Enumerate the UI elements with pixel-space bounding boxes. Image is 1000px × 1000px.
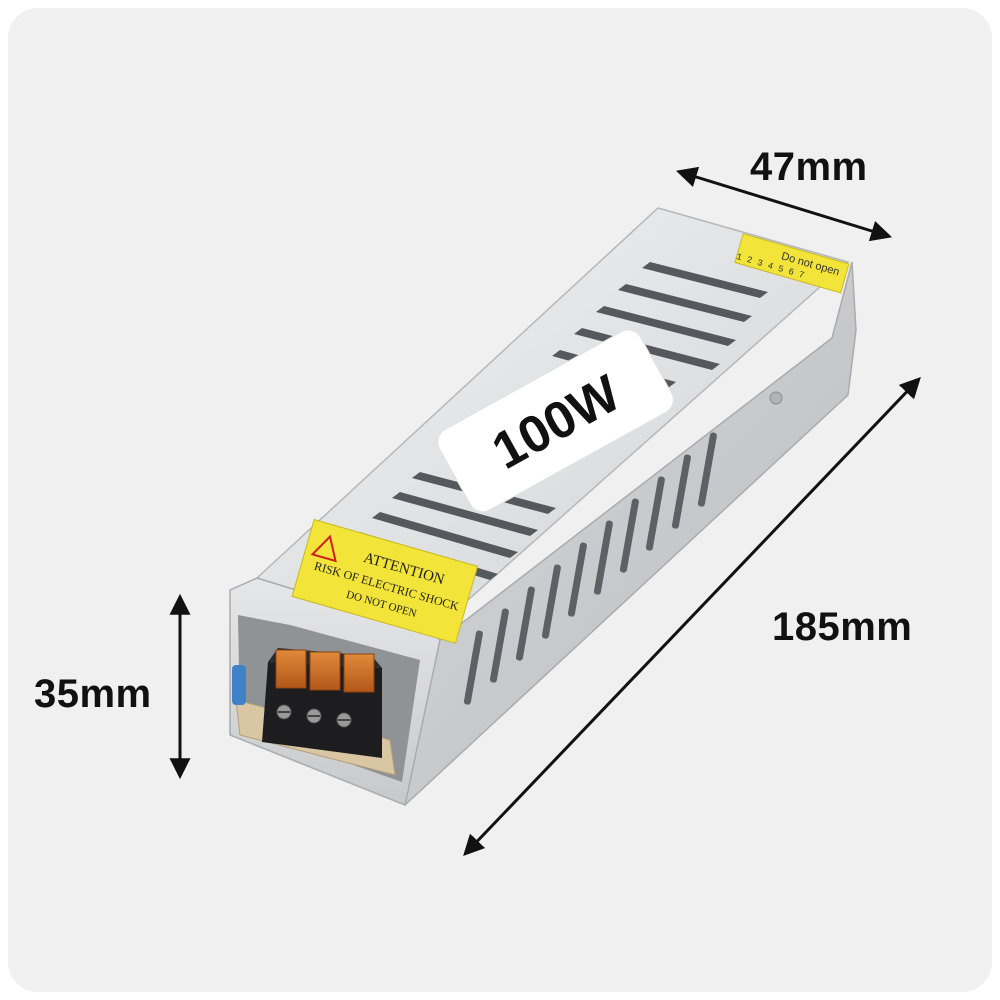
height-dimension-label: 35mm xyxy=(34,672,152,716)
width-arrow xyxy=(675,166,893,242)
width-dimension-label: 47mm xyxy=(750,145,868,189)
length-arrow xyxy=(463,376,921,857)
length-dimension-label: 185mm xyxy=(772,605,913,649)
side-screw xyxy=(769,391,783,405)
terminal-block xyxy=(262,648,382,758)
warning-label: ATTENTION RISK OF ELECTRIC SHOCK DO NOT … xyxy=(291,518,479,644)
seal-label: Do not open 1 2 3 4 5 6 7 xyxy=(734,233,850,294)
blue-capacitor xyxy=(232,665,246,705)
